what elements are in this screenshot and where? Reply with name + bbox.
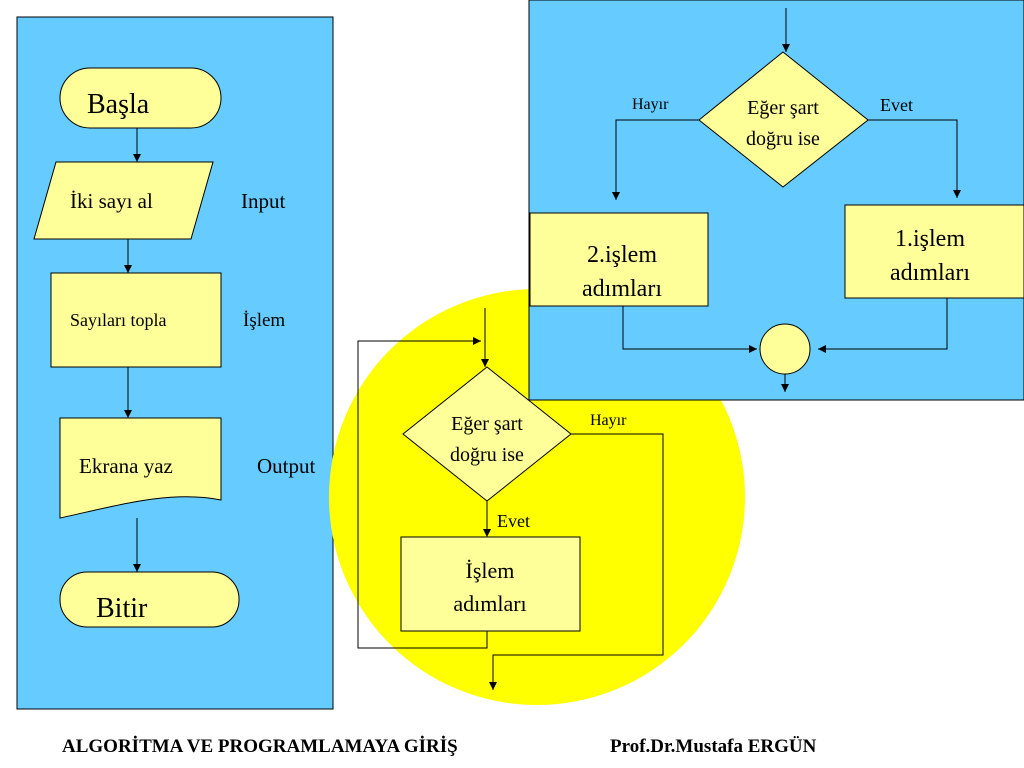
loop-no-path: [489, 433, 664, 690]
start-terminator: [59, 67, 222, 129]
branch-condition-line2: doğru ise: [746, 128, 820, 150]
input-tag: Input: [241, 189, 285, 213]
branch-left-process-line1: 2.işlem: [587, 242, 657, 268]
branch-right-process-line1: 1.işlem: [895, 226, 965, 252]
footer-author: Prof.Dr.Mustafa ERGÜN: [610, 736, 817, 757]
branch-right-process-line2: adımları: [890, 260, 970, 286]
branch-left-merge-arrow: [622, 306, 757, 353]
footer: ALGORİTMA VE PROGRAMLAMAYA GİRİŞ Prof.Dr…: [0, 736, 1024, 762]
loop-condition-line2: doğru ise: [450, 444, 524, 466]
process-label: Sayıları topla: [70, 310, 166, 330]
end-label: Bitir: [96, 593, 148, 624]
sequence-flowchart: Başla İki sayı al Input Sayıları topla İ…: [33, 67, 316, 628]
loop-process-box: [400, 536, 581, 632]
end-terminator: [59, 571, 240, 628]
loop-no-label: Hayır: [590, 412, 627, 429]
branch-left-process-box: [529, 212, 709, 307]
output-tag: Output: [257, 454, 316, 478]
branch-right-merge-arrow: [818, 298, 948, 353]
branch-condition-diamond: [698, 51, 869, 188]
start-label: Başla: [87, 89, 150, 120]
input-label: İki sayı al: [70, 189, 153, 213]
loop-back-arrow: [357, 337, 488, 649]
output-label: Ekrana yaz: [79, 454, 173, 478]
branch-merge-connector: [759, 323, 811, 375]
branch-left-process-line2: adımları: [582, 276, 662, 302]
branch-yes-path: [868, 119, 961, 198]
footer-title: ALGORİTMA VE PROGRAMLAMAYA GİRİŞ: [62, 736, 458, 757]
branch-condition-line1: Eğer şart: [747, 97, 819, 119]
branch-no-label: Hayır: [632, 96, 669, 113]
process-tag: İşlem: [243, 310, 285, 331]
loop-yes-label: Evet: [497, 511, 530, 531]
loop-flowchart: Eğer şart doğru ise Hayır Evet İşlem adı…: [357, 308, 664, 690]
branch-no-path: [612, 119, 699, 200]
branch-yes-label: Evet: [880, 95, 913, 115]
input-parallelogram: [33, 161, 214, 240]
loop-process-line1: İşlem: [466, 558, 515, 583]
loop-condition-line1: Eğer şart: [451, 413, 523, 435]
loop-process-line2: adımları: [453, 591, 526, 616]
process-box: [50, 272, 222, 368]
branch-flowchart: Eğer şart doğru ise Hayır Evet 2.işlem a…: [529, 8, 1024, 392]
branch-right-process-box: [844, 204, 1024, 299]
output-document: [59, 417, 222, 519]
